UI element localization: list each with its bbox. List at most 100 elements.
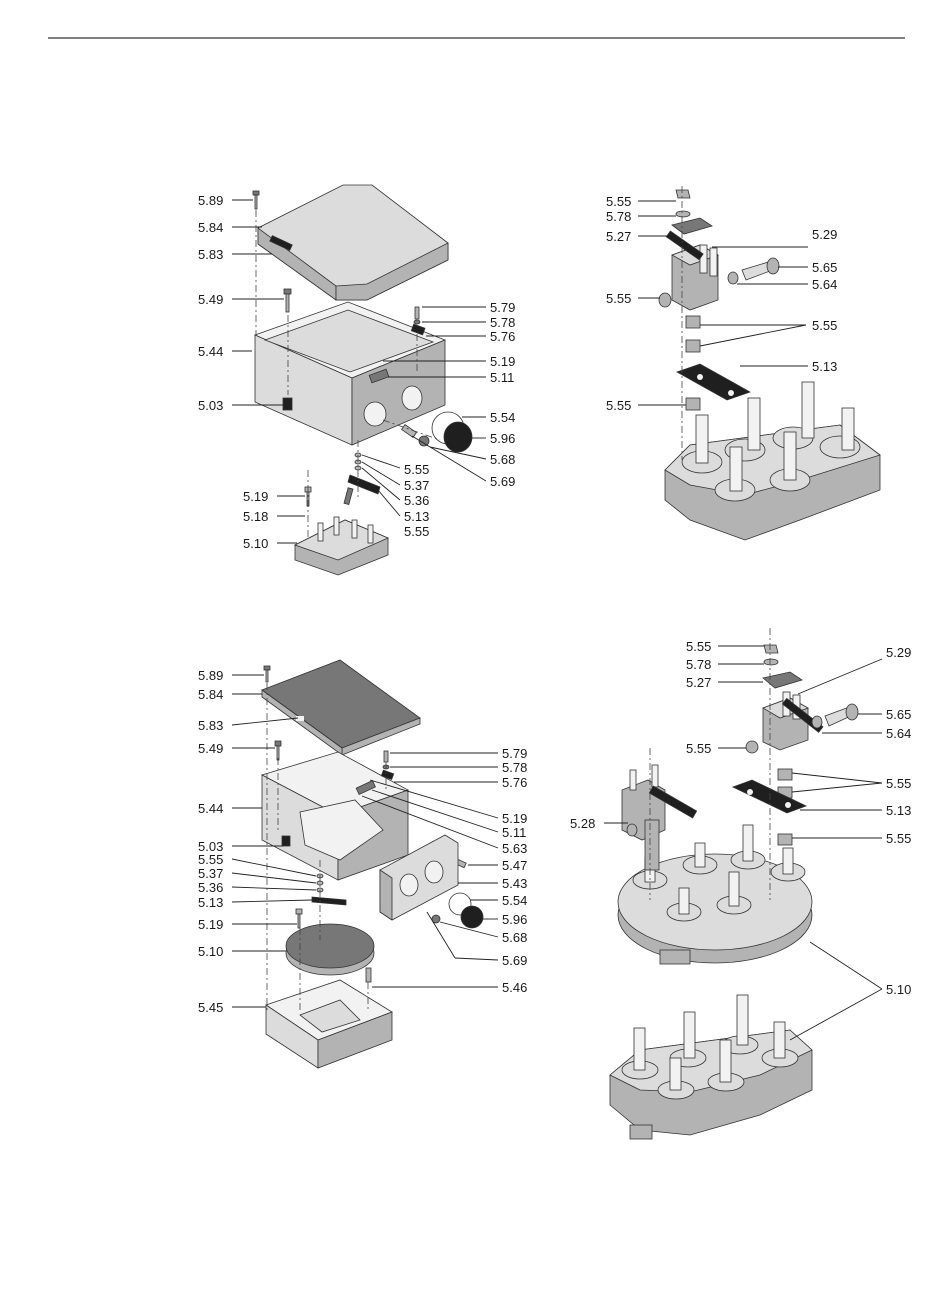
callout-label: 5.78 <box>490 315 515 330</box>
callout-label: 5.13 <box>886 803 911 818</box>
terminal-strip-inner <box>368 368 390 384</box>
callout-label: 5.54 <box>490 410 515 425</box>
callout-label: 5.11 <box>490 370 514 385</box>
callout-label: 5.96 <box>502 912 527 927</box>
bottom-right-labels: 5.55 5.78 5.27 5.55 5.28 5.29 5.65 5.64 … <box>570 639 911 997</box>
callout-label: 5.78 <box>502 760 527 775</box>
callout-label: 5.13 <box>198 895 223 910</box>
callout-label: 5.03 <box>198 839 223 854</box>
terminal-box-cover <box>257 184 449 301</box>
callout-label: 5.65 <box>886 707 911 722</box>
callout-label: 5.13 <box>812 359 837 374</box>
standing-bridge-528 <box>621 764 698 871</box>
bridge-assembly <box>665 217 719 311</box>
callout-label: 5.68 <box>490 452 515 467</box>
callout-label: 5.28 <box>570 816 595 831</box>
terminal-block-base <box>664 381 881 541</box>
callout-label: 5.27 <box>686 675 711 690</box>
callout-label: 5.19 <box>490 354 515 369</box>
callout-label: 5.29 <box>886 645 911 660</box>
callout-label: 5.43 <box>502 876 527 891</box>
callout-label: 5.55 <box>606 398 631 413</box>
terminal-box-housing <box>253 301 447 446</box>
callout-label: 5.49 <box>198 741 223 756</box>
callout-label: 5.10 <box>243 536 268 551</box>
cover-screw <box>252 190 260 210</box>
callout-label: 5.55 <box>686 639 711 654</box>
gland-plate <box>379 834 484 929</box>
callout-label: 5.76 <box>490 329 515 344</box>
callout-label: 5.55 <box>198 852 223 867</box>
callout-label: 5.65 <box>812 260 837 275</box>
callout-label: 5.27 <box>606 229 631 244</box>
callout-label: 5.79 <box>502 746 527 761</box>
callout-label: 5.55 <box>812 318 837 333</box>
callout-label: 5.54 <box>502 893 527 908</box>
callout-label: 5.64 <box>886 726 911 741</box>
bottom-right-assembly <box>604 628 883 1140</box>
callout-label: 5.83 <box>198 718 223 733</box>
callout-label: 5.83 <box>198 247 223 262</box>
box-screw <box>283 288 292 313</box>
box-grommet <box>282 397 293 411</box>
round-terminal-board <box>285 908 375 976</box>
terminal-board <box>293 486 390 576</box>
callout-label: 5.44 <box>198 344 223 359</box>
callout-label: 5.55 <box>686 741 711 756</box>
flat-cover <box>261 659 421 756</box>
callout-label: 5.37 <box>198 866 223 881</box>
callout-label: 5.69 <box>502 953 527 968</box>
side-bolt <box>727 257 780 285</box>
top-left-assembly <box>232 184 487 576</box>
top-right-assembly <box>638 186 881 541</box>
callout-label: 5.63 <box>502 841 527 856</box>
callout-label: 5.10 <box>198 944 223 959</box>
callout-label: 5.36 <box>404 493 429 508</box>
callout-label: 5.55 <box>404 524 429 539</box>
callout-label: 5.89 <box>198 668 223 683</box>
callout-label: 5.11 <box>502 825 526 840</box>
callout-label: 5.76 <box>502 775 527 790</box>
bottom-left-assembly <box>231 659 499 1069</box>
callout-label: 5.84 <box>198 687 223 702</box>
callout-label: 5.18 <box>243 509 268 524</box>
top-left-labels: 5.89 5.84 5.83 5.49 5.44 5.03 5.19 5.18 … <box>198 193 515 551</box>
callout-label: 5.10 <box>886 982 911 997</box>
callout-label: 5.69 <box>490 474 515 489</box>
callout-label: 5.55 <box>886 776 911 791</box>
bridge-bar-bottom <box>731 779 808 814</box>
bottom-terminal-block <box>609 994 813 1140</box>
callout-label: 5.55 <box>606 194 631 209</box>
gland-nut <box>418 435 430 447</box>
adapter-frame <box>265 967 393 1069</box>
bridge-bar <box>676 363 751 401</box>
bottom-left-labels: 5.89 5.84 5.83 5.49 5.44 5.03 5.55 5.37 … <box>198 668 527 1015</box>
nuts-and-washers <box>658 189 701 411</box>
callout-label: 5.19 <box>502 811 527 826</box>
bridge-assembly-bottom <box>762 671 824 751</box>
round-base-plate <box>617 824 813 965</box>
callout-label: 5.84 <box>198 220 223 235</box>
callout-label: 5.55 <box>404 462 429 477</box>
callout-label: 5.78 <box>606 209 631 224</box>
callout-label: 5.96 <box>490 431 515 446</box>
callout-label: 5.68 <box>502 930 527 945</box>
callout-label: 5.37 <box>404 478 429 493</box>
callout-label: 5.46 <box>502 980 527 995</box>
callout-label: 5.13 <box>404 509 429 524</box>
bridge-stack <box>343 452 381 505</box>
callout-label: 5.45 <box>198 1000 223 1015</box>
callout-label: 5.78 <box>686 657 711 672</box>
callout-label: 5.89 <box>198 193 223 208</box>
callout-label: 5.55 <box>886 831 911 846</box>
callout-label: 5.79 <box>490 300 515 315</box>
callout-label: 5.49 <box>198 292 223 307</box>
cover-gasket-strip <box>269 235 293 251</box>
callout-label: 5.36 <box>198 880 223 895</box>
callout-label: 5.55 <box>606 291 631 306</box>
small-screws-right <box>410 306 426 336</box>
top-right-labels: 5.55 5.78 5.27 5.55 5.55 5.29 5.65 5.64 … <box>606 194 837 413</box>
cover-screw-bottom <box>263 665 282 761</box>
nuts-and-washers-bottom <box>745 644 793 846</box>
